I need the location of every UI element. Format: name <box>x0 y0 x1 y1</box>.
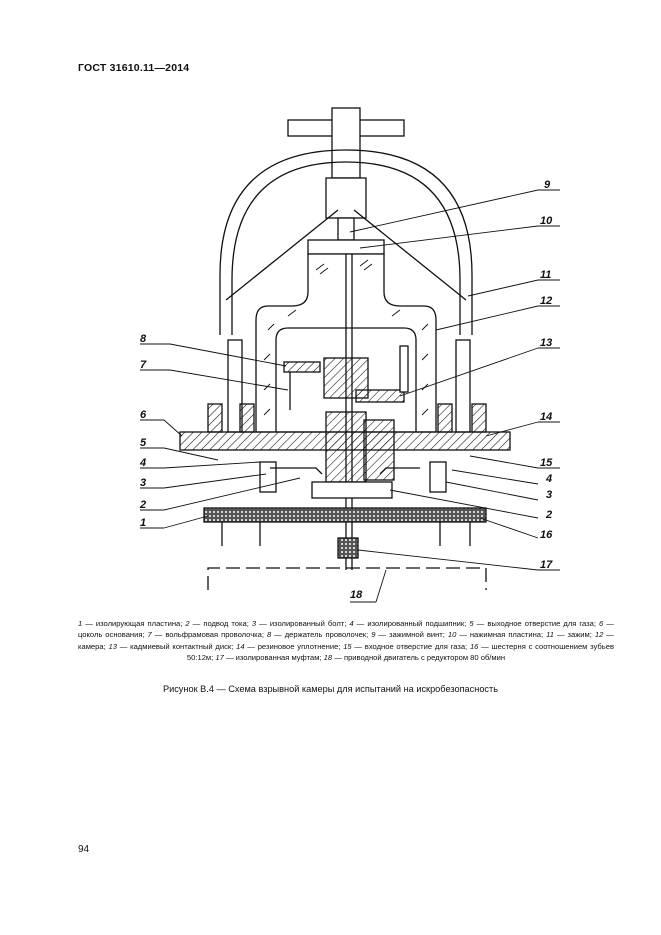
label-4-right: 4 <box>545 473 552 485</box>
drive-motor <box>207 567 487 590</box>
figure-legend: 1 — изолирующая пластина; 2 — подвод ток… <box>78 618 614 663</box>
legend-item: 2 — подвод тока; <box>185 619 249 628</box>
legend-item: 3 — изолированный болт; <box>251 619 347 628</box>
legend-item: 16 — шестерня с соотношением зубьев 50:1… <box>186 641 614 662</box>
clamp-screw-body <box>325 177 367 219</box>
legend-item: 8 — держатель проволочек; <box>266 630 369 640</box>
label-13: 13 <box>540 337 552 349</box>
label-2-right: 2 <box>545 509 552 521</box>
wire-holder <box>283 361 321 373</box>
label-1: 1 <box>140 517 146 529</box>
label-15: 15 <box>540 457 553 469</box>
legend-item: 13 — кадмиевый контактный диск; <box>108 641 234 651</box>
legend-item: 12 — камера; <box>78 630 614 651</box>
label-5: 5 <box>140 437 147 449</box>
label-3-right: 3 <box>546 489 552 501</box>
cadmium-disc <box>355 389 405 403</box>
legend-item: 11 — зажим; <box>546 630 592 640</box>
label-18: 18 <box>350 589 363 601</box>
label-6: 6 <box>140 409 147 421</box>
side-bolt-right <box>455 339 471 433</box>
legend-item: 14 — резиновое уплотнение; <box>236 641 341 651</box>
label-11: 11 <box>540 269 551 281</box>
label-12: 12 <box>540 295 552 307</box>
legend-item: 1 — изолирующая пластина; <box>78 619 183 628</box>
legend-item: 10 — нажимная пластина; <box>447 630 544 640</box>
legend-item: 17 — изолированная муфтам; <box>215 652 322 662</box>
legend-item: 6 — цоколь основания; <box>78 619 614 640</box>
label-16: 16 <box>540 529 553 541</box>
page-number: 94 <box>78 844 90 855</box>
label-8: 8 <box>140 333 147 345</box>
legend-item: 9 — зажимной винт; <box>371 630 445 640</box>
insulated-coupling <box>337 537 359 559</box>
explosion-chamber-diagram: 9 10 11 12 13 14 15 4 3 2 16 17 8 7 6 5 … <box>139 107 560 603</box>
insulating-plate <box>203 507 487 523</box>
label-4-left: 4 <box>139 457 146 469</box>
pressure-plate <box>307 239 385 255</box>
figure-caption: Рисунок В.4 — Схема взрывной камеры для … <box>162 684 499 694</box>
label-10: 10 <box>540 215 553 227</box>
label-17: 17 <box>540 559 553 571</box>
legend-item: 4 — изолированный подшипник; <box>349 619 467 628</box>
label-3-left: 3 <box>140 477 146 489</box>
label-2-left: 2 <box>139 499 146 511</box>
label-14: 14 <box>540 411 552 423</box>
document-header: ГОСТ 31610.11—2014 <box>78 62 190 74</box>
label-9: 9 <box>544 179 551 191</box>
legend-item: 15 — входное отверстие для газа; <box>343 641 468 651</box>
label-7: 7 <box>140 359 147 371</box>
legend-item: 7 — вольфрамовая проволочка; <box>147 630 265 640</box>
legend-item: 5 — выходное отверстие для газа; <box>469 619 596 628</box>
legend-item: 18 — приводной двигатель с редуктором 80… <box>323 652 506 662</box>
clamp-arch <box>219 149 473 335</box>
handle-stem <box>331 107 361 179</box>
